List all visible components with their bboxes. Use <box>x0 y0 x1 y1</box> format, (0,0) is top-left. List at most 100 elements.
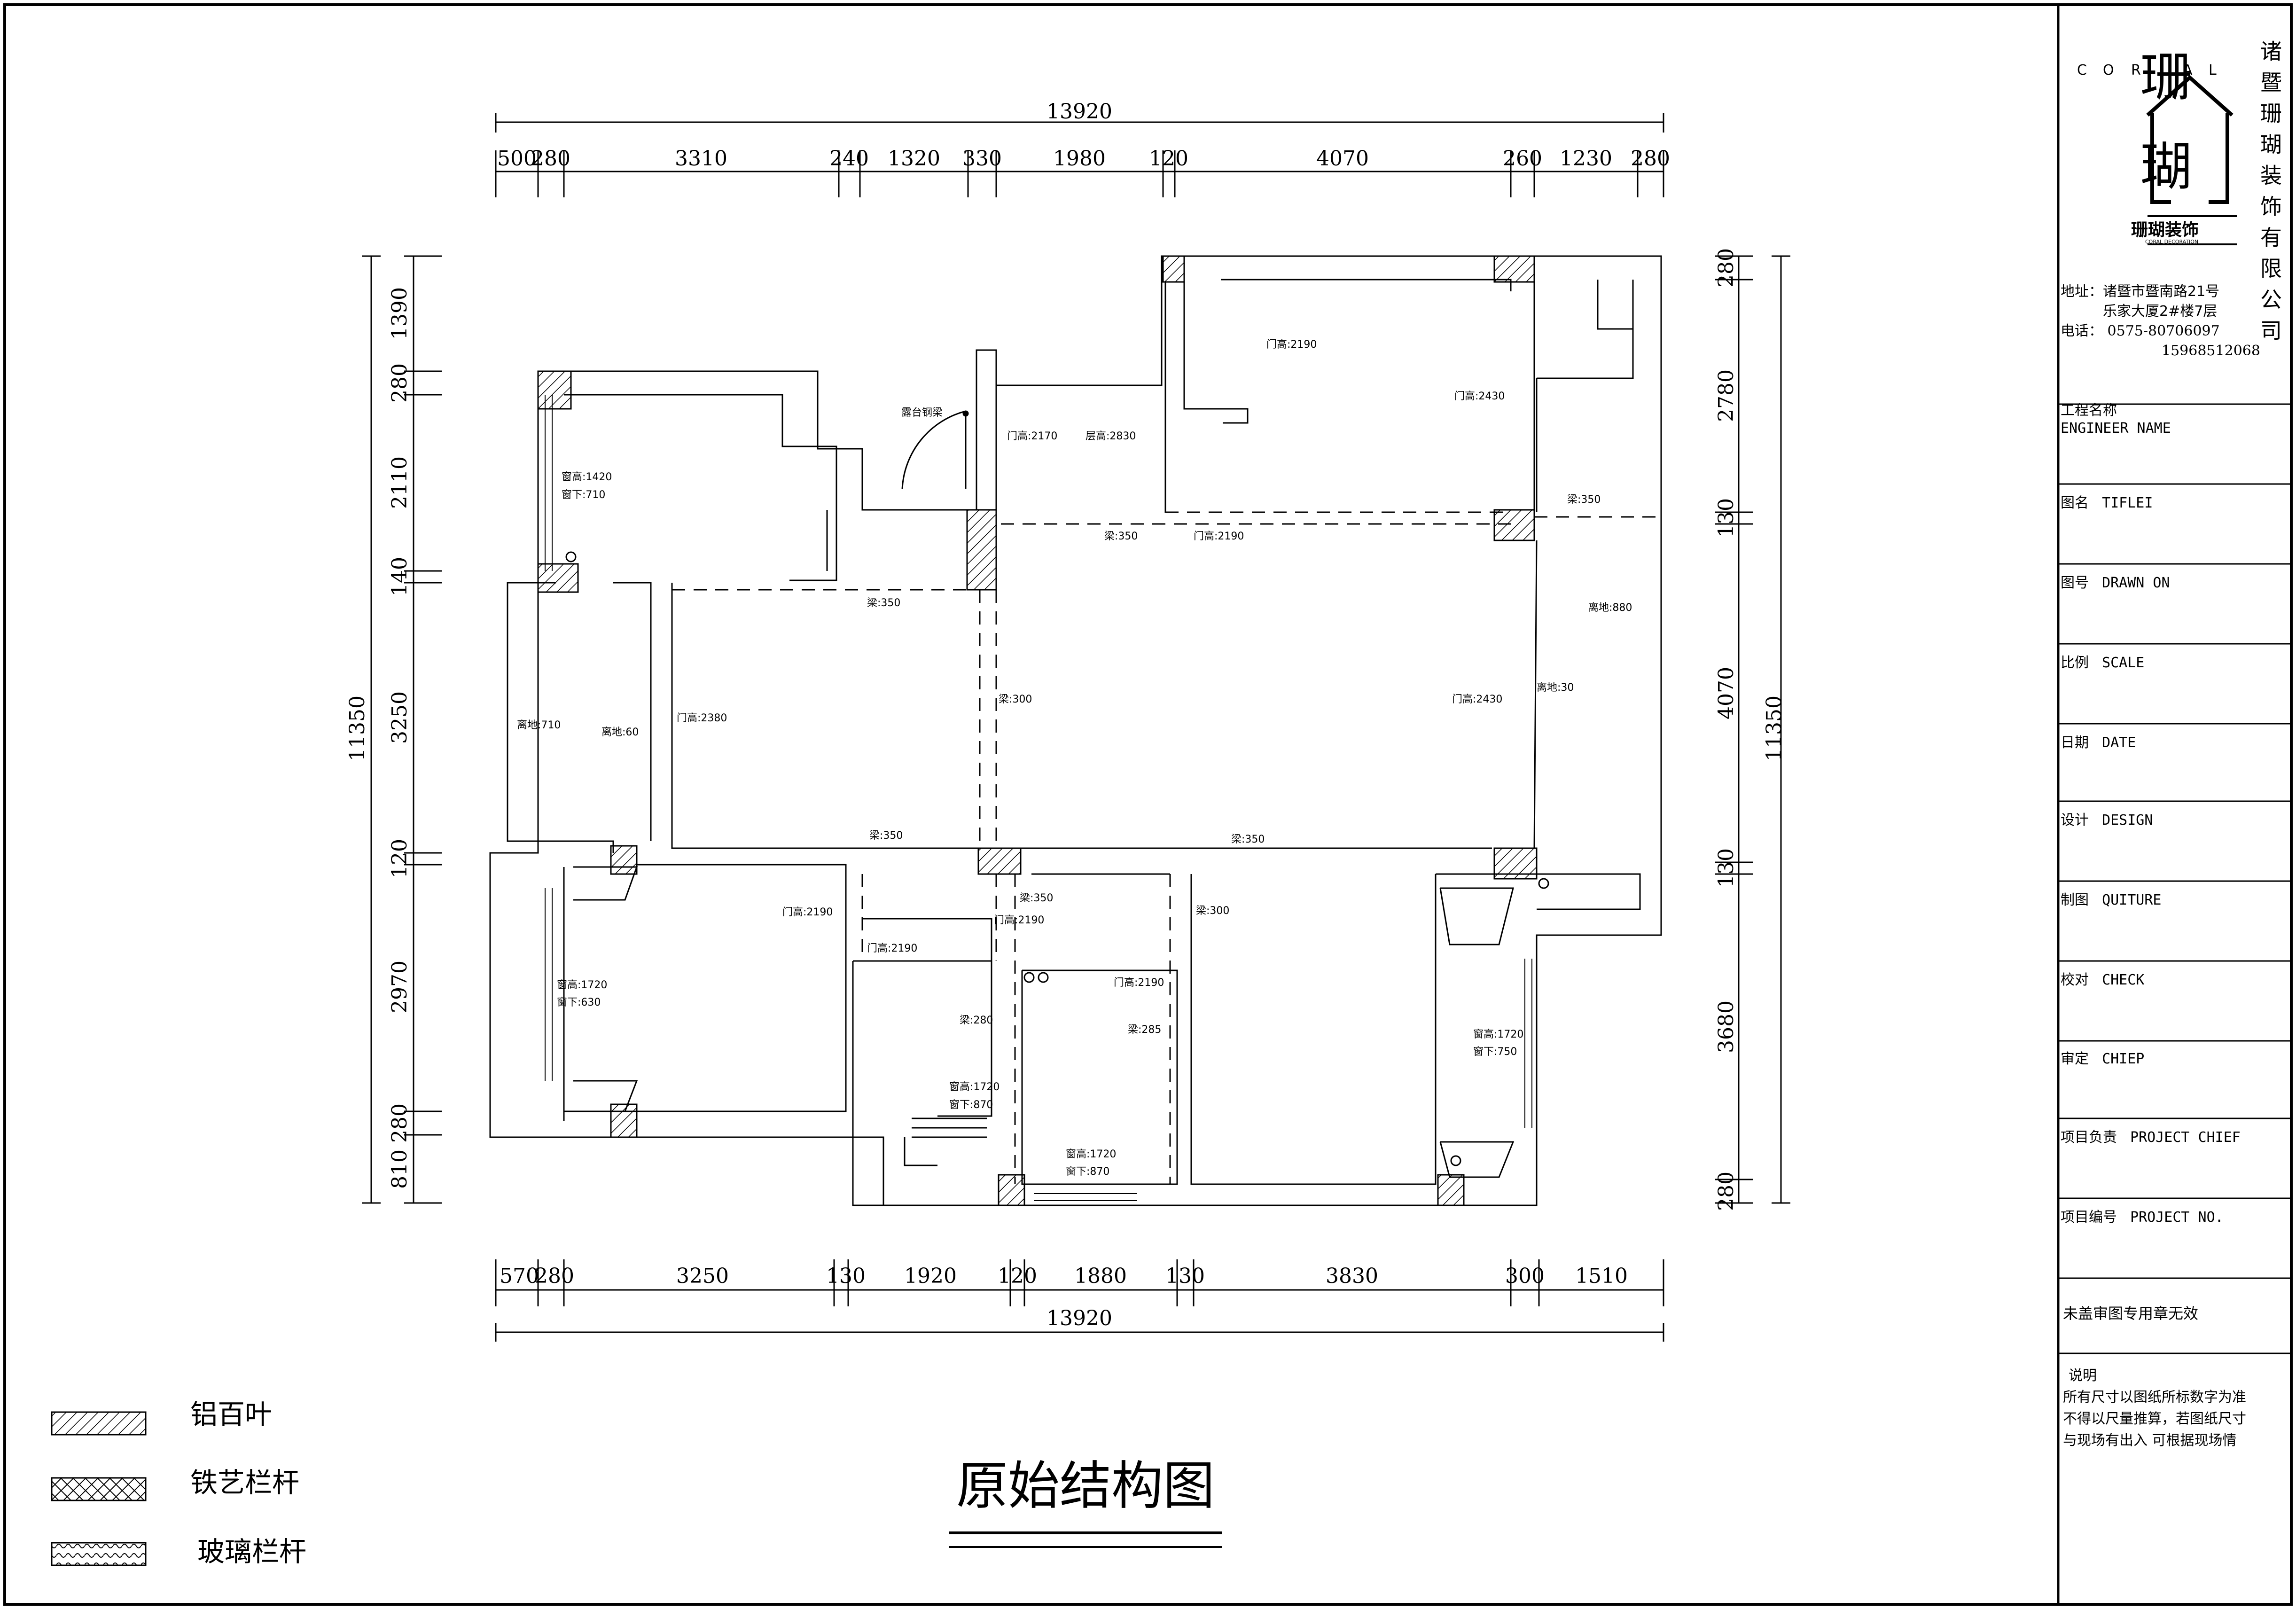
annotation: 离地:710 <box>517 719 561 731</box>
annotation: 梁:350 <box>1104 531 1138 542</box>
row-label-cn: 设计 <box>2061 812 2089 828</box>
row-label-en: QUITURE <box>2102 892 2162 908</box>
logo-letter: R <box>2131 62 2142 78</box>
address-block: 地址：诸暨市暨南路21号 乐家大厦2#楼7层 电话： 0575-80706097… <box>2061 282 2260 361</box>
phone-line: 电话： 0575-80706097 <box>2061 323 2220 339</box>
dim-right-seg: 2780 <box>1714 369 1738 422</box>
row-check: 校对 CHECK <box>2061 968 2286 989</box>
dim-top-seg: 3310 <box>675 147 727 171</box>
row-label-cn: 校对 <box>2061 972 2089 988</box>
dim-bottom-seg: 1510 <box>1575 1264 1628 1288</box>
dim-right-seg: 130 <box>1714 848 1738 888</box>
annotation: 门高:2170 <box>1007 430 1057 442</box>
row-label-en: CHIEP <box>2102 1051 2145 1067</box>
annotation: 窗下:750 <box>1473 1046 1517 1058</box>
dim-bottom-seg: 130 <box>826 1264 866 1288</box>
logo-cn-text: 珊瑚装饰 <box>2131 220 2199 240</box>
row-label-cn: 项目编号 <box>2061 1209 2117 1226</box>
row-label-cn: 日期 <box>2061 734 2089 751</box>
row-label-cn: 制图 <box>2061 892 2089 908</box>
logo-letter: O <box>2103 62 2115 78</box>
row-label-en: PROJECT CHIEF <box>2130 1129 2241 1146</box>
dim-top-seg: 260 <box>1503 147 1542 171</box>
annotation: 窗下:870 <box>949 1099 993 1111</box>
annotation: 离地:60 <box>601 726 639 738</box>
dimension-lines <box>362 113 1790 1342</box>
dim-left-seg: 810 <box>388 1149 412 1189</box>
annotation: 梁:350 <box>869 830 903 842</box>
windows <box>545 395 1532 1201</box>
annotation: 窗下:870 <box>1066 1166 1109 1178</box>
row-drawing-no: 图号 DRAWN ON <box>2061 571 2286 592</box>
annotation: 层高:2830 <box>1086 430 1136 442</box>
dim-right-total: 11350 <box>1762 695 1786 761</box>
annotation: 梁:280 <box>960 1015 993 1026</box>
annotation: 离地:880 <box>1588 602 1632 614</box>
dim-top-seg: 330 <box>962 147 1002 171</box>
row-project-no: 项目编号 PROJECT NO. <box>2061 1205 2286 1226</box>
row-label-en: ENGINEER NAME <box>2061 420 2171 437</box>
dim-bottom-seg: 280 <box>535 1264 574 1288</box>
legend: 铝百叶 铁艺栏杆 玻璃栏杆 <box>51 1398 306 1568</box>
logo-en-text: CORAL DECORATION <box>2145 239 2199 245</box>
dim-bottom-seg: 1920 <box>904 1264 957 1288</box>
legend-swatch-hatch <box>51 1411 147 1436</box>
annotation: 窗高:1420 <box>562 471 612 483</box>
dim-left-seg: 3250 <box>388 691 412 744</box>
legend-label: 铝百叶 <box>190 1398 272 1430</box>
dim-left-seg: 2970 <box>388 961 412 1013</box>
annotation: 门高:2430 <box>1454 391 1505 402</box>
annotation: 梁:350 <box>867 597 900 609</box>
dim-left-seg: 280 <box>388 1103 412 1143</box>
row-label-cn: 比例 <box>2061 655 2089 671</box>
dimension-labels-left: 11350 1390 280 2110 140 3250 120 2970 28… <box>345 287 412 1189</box>
annotation: 门高:2190 <box>1194 531 1244 542</box>
row-drawing-name: 图名 TIFLEI <box>2061 491 2286 512</box>
row-label-cn: 项目负责 <box>2061 1129 2117 1146</box>
row-engineer-name: 工程名称 ENGINEER NAME <box>2061 402 2286 437</box>
dim-top-seg: 120 <box>1149 147 1188 171</box>
dim-top-seg: 280 <box>531 147 570 171</box>
annotation: 窗高:1720 <box>1066 1148 1116 1160</box>
annotation: 梁:285 <box>1128 1024 1161 1036</box>
row-label-cn: 图号 <box>2061 575 2089 591</box>
logo-house-icon <box>2146 75 2237 245</box>
dim-top-seg: 4070 <box>1316 147 1369 171</box>
dim-bottom-seg: 300 <box>1505 1264 1545 1288</box>
dim-top-seg: 500 <box>497 147 537 171</box>
row-project-chief: 项目负责 PROJECT CHIEF <box>2061 1125 2286 1146</box>
dim-left-seg: 120 <box>388 839 412 878</box>
notes-line: 与现场有出入 可根据现场情 <box>2063 1432 2237 1449</box>
dim-right-seg: 280 <box>1714 248 1738 288</box>
logo-letter: C <box>2077 62 2088 78</box>
beams <box>672 511 1659 1184</box>
row-label-en: DESIGN <box>2102 812 2153 828</box>
row-label-en: TIFLEI <box>2102 495 2153 511</box>
row-label-cn: 图名 <box>2061 495 2089 511</box>
annotation: 梁:350 <box>1231 834 1265 845</box>
walls <box>489 255 1662 1206</box>
dim-right-seg: 130 <box>1714 498 1738 538</box>
notes: 说明 所有尺寸以图纸所标数字为准 不得以尺量推算，若图纸尺寸 与现场有出入 可根… <box>2063 1365 2288 1452</box>
annotation: 门高:2380 <box>677 712 727 724</box>
dim-bottom-total: 13920 <box>1046 1306 1112 1330</box>
dim-bottom-seg: 120 <box>998 1264 1037 1288</box>
dim-left-seg: 280 <box>388 363 412 403</box>
notes-title: 说明 <box>2069 1367 2097 1384</box>
row-scale: 比例 SCALE <box>2061 651 2286 672</box>
row-label-en: DRAWN ON <box>2102 575 2170 591</box>
annotation: 窗高:1720 <box>1473 1029 1523 1040</box>
logo: C O R A L 珊 瑚 珊瑚装饰 CORAL DECORATION <box>2068 52 2256 254</box>
sheet-border <box>3 3 2293 1606</box>
row-label-en: SCALE <box>2102 655 2145 671</box>
dim-left-seg: 1390 <box>388 287 412 340</box>
dim-bottom-seg: 130 <box>1165 1264 1205 1288</box>
dim-right-seg: 3680 <box>1714 1000 1738 1053</box>
columns <box>537 255 1538 1206</box>
annotation: 门高:2190 <box>1266 339 1317 351</box>
row-label-en: DATE <box>2102 734 2136 751</box>
phone-line: 15968512068 <box>2162 343 2260 359</box>
dim-bottom-seg: 570 <box>500 1264 539 1288</box>
notes-line: 所有尺寸以图纸所标数字为准 <box>2063 1389 2246 1406</box>
door-swing <box>565 410 1549 1166</box>
